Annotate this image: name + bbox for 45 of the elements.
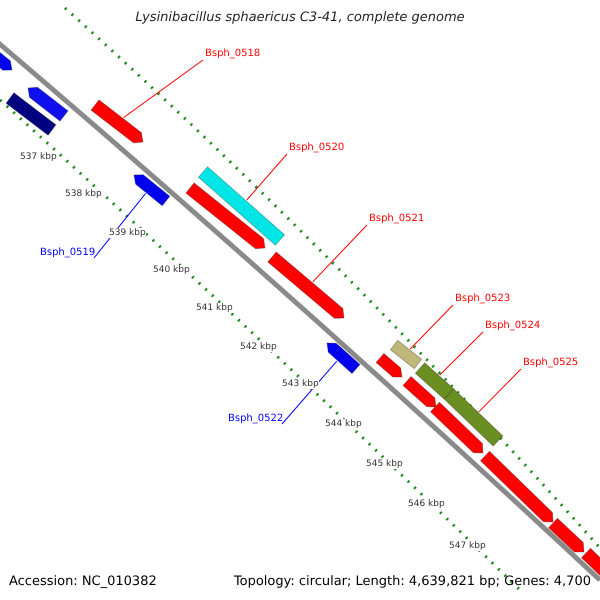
scale-label: 542 kbp (240, 342, 277, 352)
gene-bar (480, 450, 554, 523)
scale-label: 540 kbp (153, 265, 190, 275)
gene-bar (326, 342, 361, 374)
leader-line (123, 60, 204, 118)
gene-bar (444, 388, 504, 447)
gene-label: Bsph_0522 (228, 413, 284, 425)
gene-bar (402, 376, 437, 408)
scale-label: 538 kbp (65, 189, 102, 199)
scale-label: 546 kbp (408, 499, 445, 509)
leader-line (282, 360, 338, 424)
gene-bar (414, 362, 454, 400)
gene-bar (5, 92, 57, 136)
gene-label: Bsph_0523 (455, 293, 510, 305)
gene-bar (185, 182, 266, 250)
leader-line (312, 224, 368, 282)
leader-line (246, 154, 288, 200)
scale-label: 541 kbp (196, 303, 233, 313)
leader-line (478, 368, 522, 412)
scale-label: 547 kbp (449, 541, 486, 551)
gene-label: Bsph_0524 (485, 320, 540, 332)
gene-bar (27, 86, 69, 122)
gene-label: Bsph_0520 (289, 142, 344, 154)
gene-bar (375, 352, 403, 378)
scale-label: 544 kbp (325, 419, 362, 429)
scale-label: 537 kbp (20, 152, 57, 162)
scale-label: 539 kbp (109, 228, 146, 238)
gene-bar (548, 518, 585, 552)
gene-label: Bsph_0518 (205, 48, 260, 60)
gene-bar (430, 402, 484, 454)
diagram-title: Lysinibacillus sphaericus C3-41, complete genome (134, 10, 466, 25)
leader-line (410, 304, 454, 350)
gene-label: Bsph_0525 (523, 357, 578, 369)
gene-bar (390, 340, 422, 370)
gene-label: Bsph_0521 (369, 213, 424, 225)
gene-label: Bsph_0519 (40, 247, 96, 259)
gene-bar (90, 99, 144, 144)
leader-line (439, 332, 484, 376)
footer-text: Accession: NC_010382 (9, 574, 157, 589)
scale-label: 543 kbp (282, 379, 319, 389)
footer-text: Topology: circular; Length: 4,639,821 bp; Genes: 4,700 (234, 574, 591, 589)
scale-label: 545 kbp (366, 459, 403, 469)
gene-bar (267, 251, 345, 319)
gene-bar (133, 174, 170, 206)
gene-bar (198, 166, 286, 246)
